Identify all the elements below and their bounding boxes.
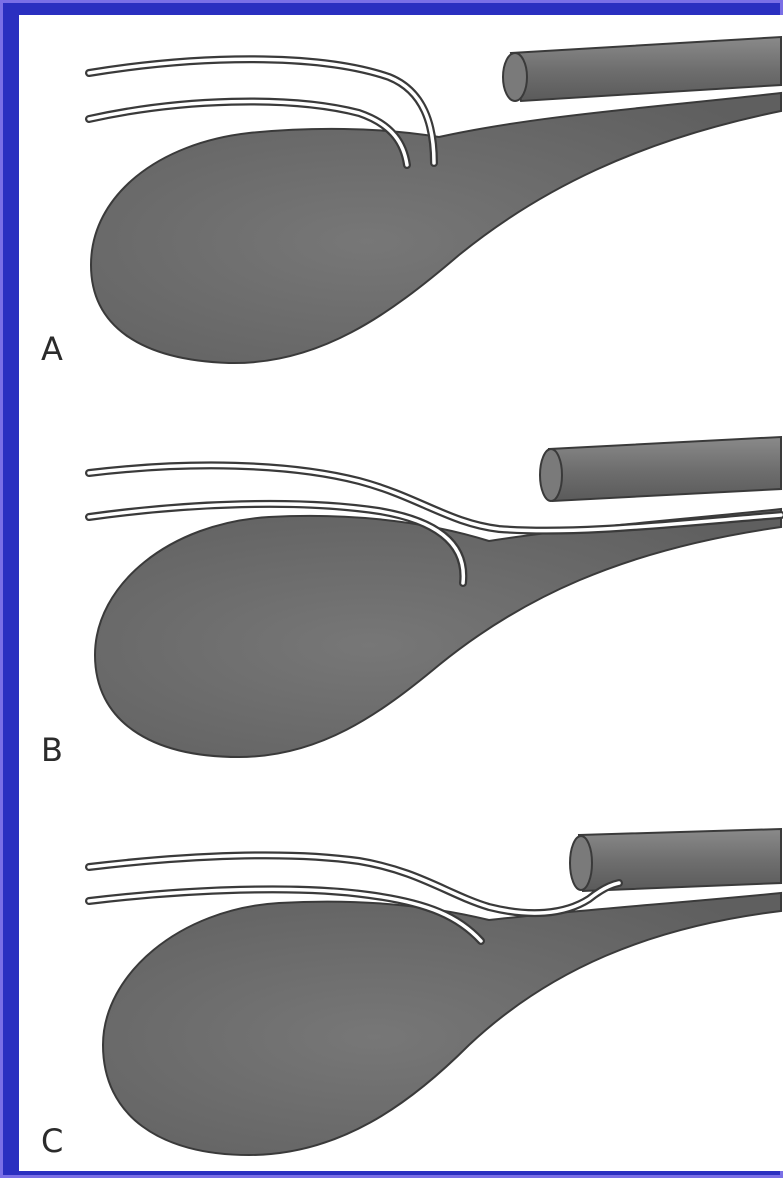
- panel-label-a: A: [41, 333, 63, 365]
- bulb-c: [103, 893, 781, 1155]
- panel-b: [89, 437, 781, 757]
- cylinder-c: [570, 829, 781, 891]
- diagram-canvas: A B C: [19, 15, 783, 1171]
- diagram-svg: [19, 15, 783, 1171]
- bulb-a: [91, 93, 781, 363]
- panel-label-c: C: [41, 1125, 63, 1157]
- panel-c: [89, 829, 781, 1155]
- cylinder-b: [540, 437, 781, 501]
- panel-a: [89, 37, 781, 363]
- bulb-b: [95, 509, 781, 757]
- panel-label-b: B: [41, 734, 63, 766]
- cylinder-a: [503, 37, 781, 101]
